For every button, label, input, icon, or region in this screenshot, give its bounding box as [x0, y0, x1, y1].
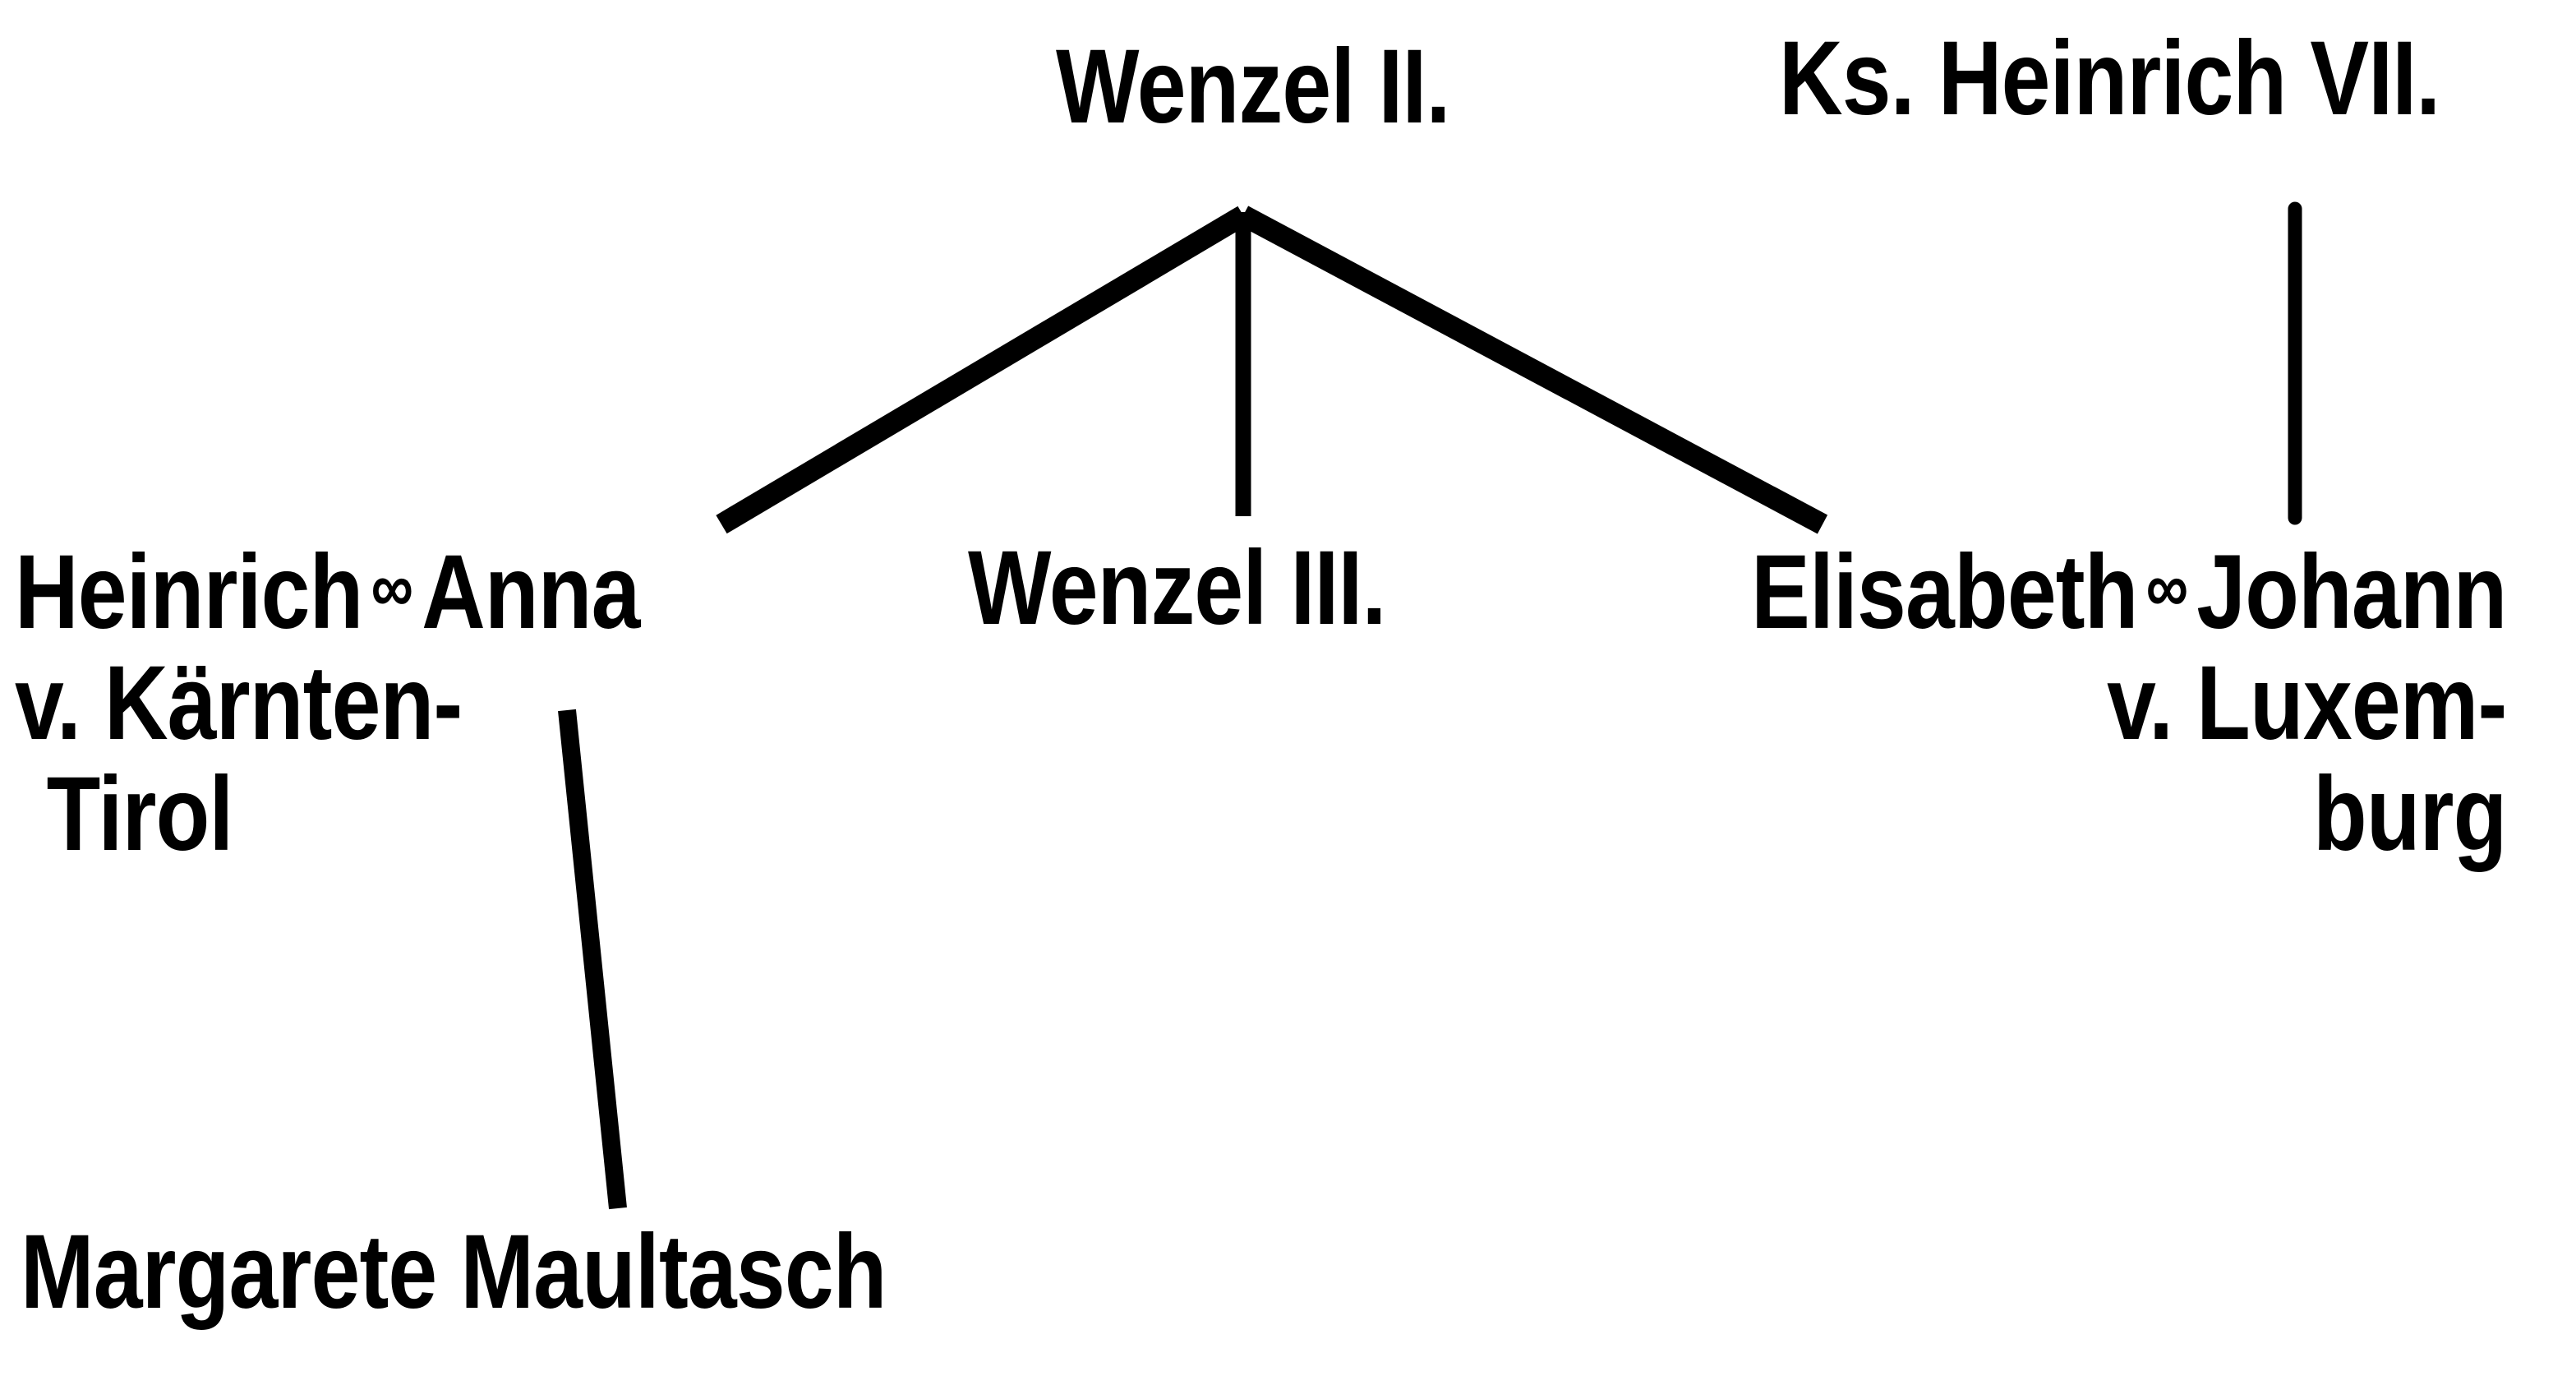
edge-wenzel2-to-heinrich-anna [716, 205, 1249, 534]
node-wenzel-iii: Wenzel III. [968, 533, 1386, 644]
edge-wenzel2-to-elisabeth [1237, 205, 1828, 534]
marriage-icon: ∞ [2145, 548, 2188, 627]
node-margarete-maultasch: Margarete Maultasch [21, 1217, 887, 1327]
node-margarete-maultasch-label: Margarete Maultasch [21, 1213, 887, 1331]
node-wenzel-iii-label: Wenzel III. [968, 529, 1386, 647]
node-wenzel-ii-label: Wenzel II. [1056, 28, 1450, 145]
node-ks-heinrich-vii-label: Ks. Heinrich VII. [1779, 20, 2440, 137]
node-heinrich-anna-line-1: Heinrich∞Anna [15, 533, 640, 648]
spouse-anna-label: Anna [422, 533, 640, 651]
node-heinrich-anna-line-2: v. Kärnten- [15, 644, 463, 762]
node-elisabeth-johann-line-1: Elisabeth∞Johann [1750, 533, 2507, 651]
node-heinrich-anna: Heinrich∞Anna v. Kärnten- Tirol [15, 533, 640, 870]
marriage-icon: ∞ [371, 548, 414, 627]
node-wenzel-ii: Wenzel II. [1056, 31, 1450, 142]
node-elisabeth-johann-line-3: burg [2312, 755, 2506, 873]
node-elisabeth-johann-line-2: v. Luxem- [2106, 644, 2507, 762]
spouse-heinrich-label: Heinrich [15, 533, 363, 651]
node-elisabeth-johann: Elisabeth∞Johann v. Luxem- burg [1750, 533, 2507, 873]
spouse-elisabeth-label: Elisabeth [1750, 533, 2138, 651]
node-heinrich-anna-line-3: Tirol [46, 755, 234, 873]
node-ks-heinrich-vii: Ks. Heinrich VII. [1779, 23, 2440, 134]
spouse-johann-label: Johann [2196, 533, 2507, 651]
